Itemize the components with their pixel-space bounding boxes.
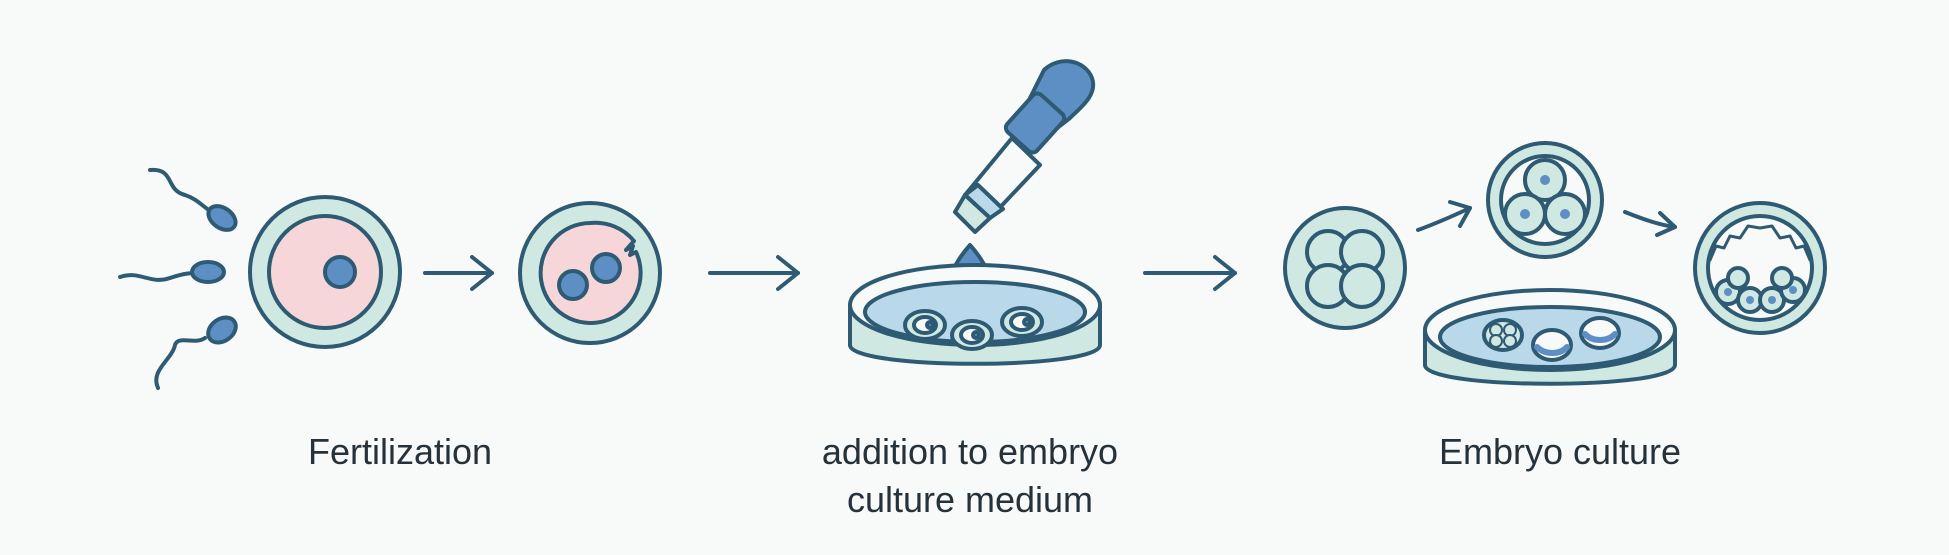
sperm-icon — [118, 260, 226, 284]
embryo-in-dish-icon — [1531, 328, 1573, 362]
arrow-icon — [423, 255, 494, 291]
culture-dish-icon — [848, 263, 1102, 366]
sperm-group — [118, 167, 238, 390]
arrow-icon — [708, 255, 800, 291]
four-cell-embryo-icon — [1283, 206, 1407, 330]
sperm-icon — [154, 315, 238, 390]
arrow-icon — [1623, 210, 1677, 237]
pipette-icon — [953, 59, 1096, 234]
blastocyst-icon — [1693, 201, 1827, 335]
embryo-in-dish-icon — [903, 309, 947, 341]
zygote-icon — [518, 201, 662, 345]
step-label-addition-to-medium: addition to embryo culture medium — [760, 428, 1180, 524]
embryo-in-dish-icon — [1000, 306, 1044, 338]
embryo-in-dish-icon — [1579, 316, 1621, 350]
step-label-fertilization: Fertilization — [250, 428, 550, 476]
morula-embryo-icon — [1486, 141, 1604, 259]
step-label-text: Fertilization — [307, 431, 493, 472]
sperm-icon — [148, 167, 238, 232]
step-label-text: Embryo culture — [1438, 431, 1682, 472]
embryo-in-dish-icon — [950, 319, 994, 351]
arrow-icon — [1143, 255, 1237, 291]
step-label-embryo-culture: Embryo culture — [1390, 428, 1730, 476]
embryo-in-dish-icon — [1482, 318, 1524, 352]
egg-cell-icon — [248, 195, 402, 349]
culture-dish-icon — [1423, 288, 1677, 386]
arrow-icon — [1416, 200, 1472, 232]
step-label-line-2: culture medium — [846, 479, 1094, 520]
step-label-line-1: addition to embryo — [821, 431, 1119, 472]
